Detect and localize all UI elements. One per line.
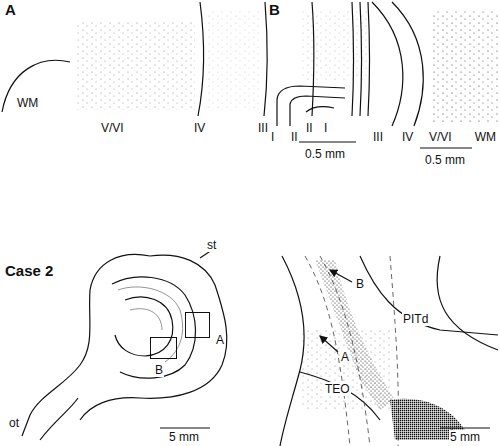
figure-label: III <box>372 130 384 144</box>
figure-label: 5 mm <box>168 430 200 444</box>
box-label: A <box>215 333 225 347</box>
figure-label: V/VI <box>100 121 125 135</box>
figure-label: A <box>340 350 350 364</box>
panel-letter: A <box>4 1 17 18</box>
figure-label: WM <box>474 130 497 144</box>
figure-label: I <box>323 121 328 135</box>
figure-label: TEO <box>324 382 351 396</box>
region-box: A <box>185 312 210 338</box>
figure-label: II <box>305 121 314 135</box>
figure-label: I <box>270 130 275 144</box>
panel-letter: B <box>268 1 281 18</box>
figure-label: 0.5 mm <box>304 147 346 161</box>
figure-label: IV <box>193 121 206 135</box>
figure-label: III <box>257 121 269 135</box>
panel-letter: Case 2 <box>4 262 54 279</box>
region-box: B <box>150 337 177 359</box>
figure-label: V/VI <box>428 130 453 144</box>
figure-label: II <box>290 130 299 144</box>
figure-label: ot <box>8 416 20 430</box>
figure-label: IV <box>401 130 414 144</box>
figure-label: WM <box>16 96 39 110</box>
figure-label: B <box>355 277 365 291</box>
figure-label: 0.5 mm <box>424 153 466 167</box>
figure-label: PITd <box>402 312 429 326</box>
box-label: B <box>154 363 164 377</box>
figure-label: st <box>206 238 217 252</box>
figure-label: 5 mm <box>449 430 481 444</box>
